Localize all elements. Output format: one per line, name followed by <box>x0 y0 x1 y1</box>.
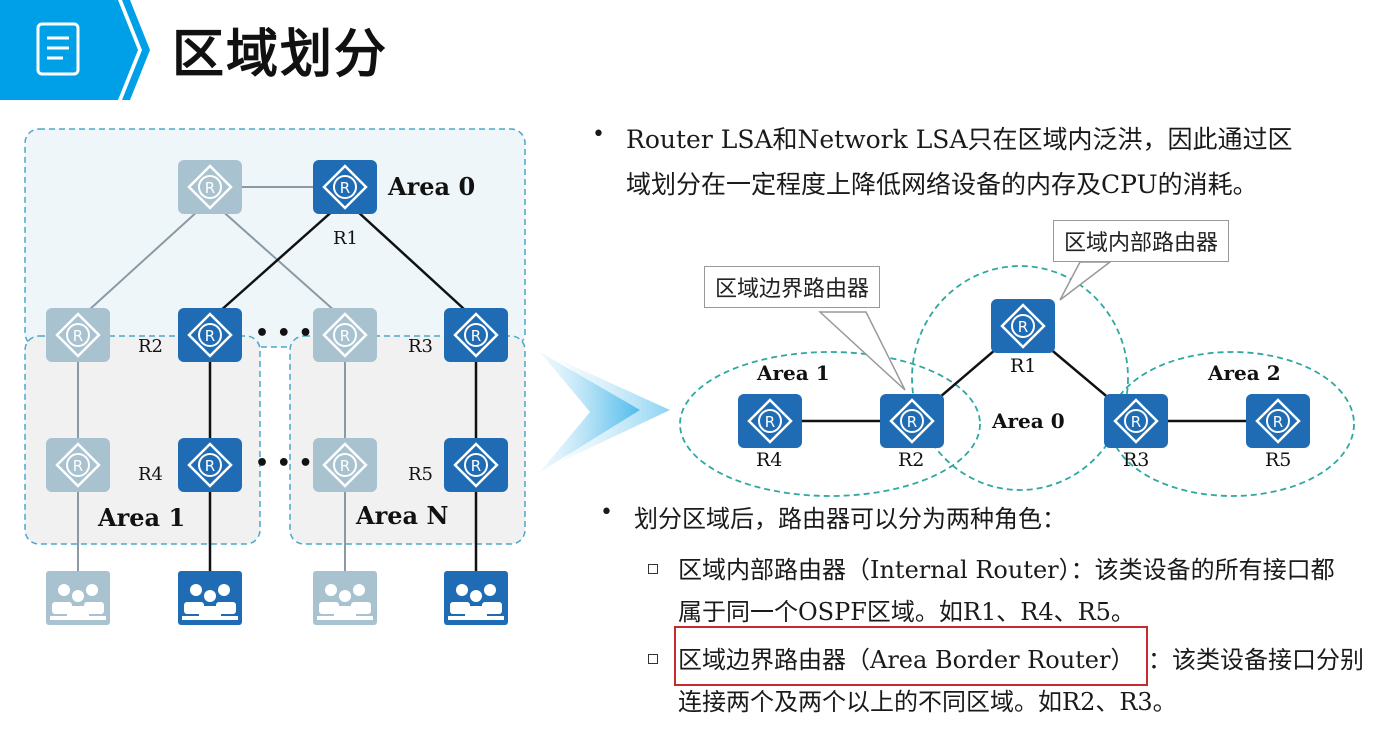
r3-label-left: R3 <box>408 336 433 357</box>
area0-label: Area 0 <box>387 172 475 201</box>
router-r3-right <box>1102 392 1170 450</box>
area0-ellipse <box>911 265 1129 491</box>
sub1-line1: 区域内部路由器（Internal Router）：该类设备的所有接口都 <box>678 556 1335 584</box>
router-r5-right <box>1244 392 1312 450</box>
r5-label-right: R5 <box>1265 449 1291 471</box>
area2-label-right: Area 2 <box>1207 361 1281 385</box>
sub2-rest: ：该类设备接口分别 <box>1148 646 1364 674</box>
r5-label-left: R5 <box>408 464 433 485</box>
router-r1-right <box>989 297 1057 355</box>
callout-internal-router: 区域内部路由器 <box>1053 220 1230 262</box>
area1-label: Area 1 <box>97 503 185 532</box>
users-icon <box>46 571 110 625</box>
r3-label-right: R3 <box>1123 449 1149 471</box>
square-bullet-icon <box>648 654 658 664</box>
router-r4-right <box>736 392 804 450</box>
bullet-dot: • <box>592 122 605 147</box>
square-bullet-icon <box>648 564 658 574</box>
router-r3-left <box>442 306 510 364</box>
r1-label-left: R1 <box>333 228 358 249</box>
router-areaN-inactive-bottom <box>311 436 379 494</box>
bullet2-heading: 划分区域后，路由器可以分为两种角色： <box>634 505 1066 533</box>
router-area0-inactive <box>176 158 244 216</box>
r1-label-right: R1 <box>1010 355 1036 377</box>
ellipsis-top: • • • <box>255 321 313 346</box>
router-r5-left <box>442 436 510 494</box>
users-icon <box>178 571 242 625</box>
area1-label-right: Area 1 <box>756 361 830 385</box>
header-badge <box>0 0 150 100</box>
area0-region <box>24 128 526 348</box>
bullet-dot: • <box>600 500 613 525</box>
r4-label-right: R4 <box>756 449 782 471</box>
users-icon <box>313 571 377 625</box>
callout-area-border-router: 区域边界路由器 <box>704 266 881 308</box>
page-title: 区域划分 <box>172 25 389 85</box>
router-areaN-inactive-top <box>311 306 379 364</box>
area0-label-right: Area 0 <box>991 409 1065 433</box>
document-icon <box>36 22 80 76</box>
areaN-label: Area N <box>355 501 448 530</box>
router-r1-left <box>311 158 379 216</box>
sub2-line2: 连接两个及两个以上的不同区域。如R2、R3。 <box>678 688 1177 716</box>
r2-label-right: R2 <box>898 449 924 471</box>
r2-label-left: R2 <box>138 336 163 357</box>
highlight-box <box>674 626 1148 686</box>
router-r4-left <box>176 436 244 494</box>
router-r2-left <box>176 306 244 364</box>
router-r2-right <box>878 392 946 450</box>
area1-ellipse <box>679 351 981 497</box>
bullet1-line1: Router LSA和Network LSA只在区域内泛洪，因此通过区 <box>626 125 1293 154</box>
callout-border-pointer <box>818 311 906 391</box>
users-icon <box>444 571 508 625</box>
router-area1-inactive-top <box>44 306 112 364</box>
arrow-right-icon <box>540 352 640 472</box>
sub1-line2: 属于同一个OSPF区域。如R1、R4、R5。 <box>678 598 1135 626</box>
sub2-term: 区域边界路由器（Area Border Router） <box>678 646 1135 674</box>
area2-ellipse <box>1109 351 1355 497</box>
ellipsis-bottom: • • • <box>255 451 313 476</box>
router-area1-inactive-bottom <box>44 436 112 494</box>
bullet1-line2: 域划分在一定程度上降低网络设备的内存及CPU的消耗。 <box>626 170 1258 199</box>
callout-internal-pointer <box>1059 261 1113 301</box>
r4-label-left: R4 <box>138 464 163 485</box>
